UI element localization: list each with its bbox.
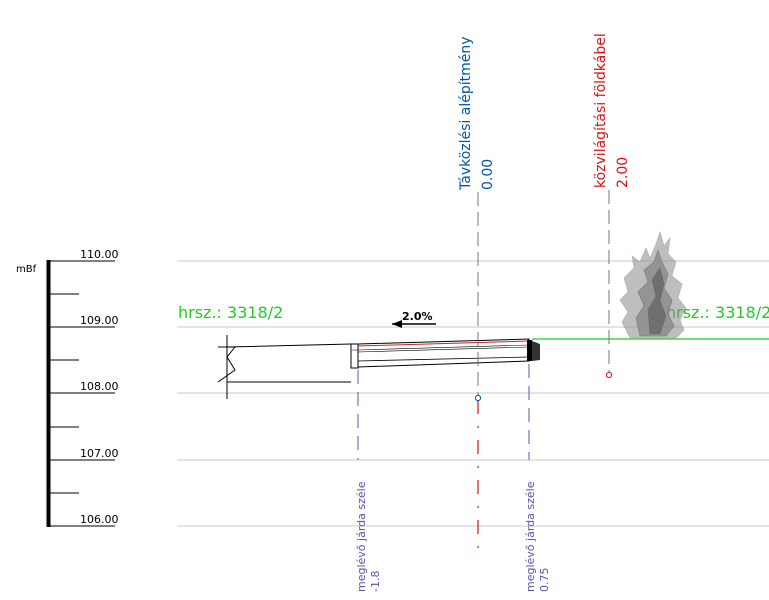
utility-point <box>605 371 613 379</box>
scale-tick-label: 110.00 <box>80 248 119 261</box>
sidewalk-section <box>357 338 540 368</box>
scale-unit-label: mBf <box>16 264 37 275</box>
curbstone <box>350 343 359 369</box>
sidewalk-edge-left: meglévő járda széle -1.8 <box>355 370 382 592</box>
utility-district-heating: Távközlési alépítmény 0.00 <box>458 36 496 560</box>
slope-arrow-icon <box>392 320 402 328</box>
elevation-scale: mBf 110.00 109.00 108.00 107.00 106.00 <box>16 248 119 527</box>
edge-curb <box>527 340 532 361</box>
slope-indicator: 2.0% <box>392 310 436 328</box>
utility-point <box>474 394 482 402</box>
utility-offset: 0.00 <box>480 159 496 190</box>
scale-tick-label: 106.00 <box>80 513 119 526</box>
shrub-icon <box>619 230 687 339</box>
parcel-label-right: hrsz.: 3318/2 <box>666 303 769 322</box>
utility-street-lighting: közvilágítási földkábel 2.00 <box>593 33 631 379</box>
edge-label: meglévő járda széle <box>524 481 537 592</box>
utility-name: közvilágítási földkábel <box>593 33 609 188</box>
scale-tick-label: 108.00 <box>80 380 119 393</box>
utility-name: Távközlési alépítmény <box>458 36 474 191</box>
edge-support <box>532 341 540 361</box>
sidewalk-edge-right: meglévő járda széle 0.75 <box>524 364 551 592</box>
utility-offset: 2.00 <box>615 157 631 188</box>
edge-offset: -1.8 <box>369 571 382 592</box>
parcel-label-left: hrsz.: 3318/2 <box>178 303 283 322</box>
slope-label: 2.0% <box>402 310 433 323</box>
edge-label: meglévő járda széle <box>355 481 368 592</box>
break-symbol <box>217 346 237 383</box>
road-pavement <box>217 335 352 399</box>
edge-offset: 0.75 <box>538 568 551 593</box>
scale-tick-label: 107.00 <box>80 447 119 460</box>
scale-tick-label: 109.00 <box>80 314 119 327</box>
